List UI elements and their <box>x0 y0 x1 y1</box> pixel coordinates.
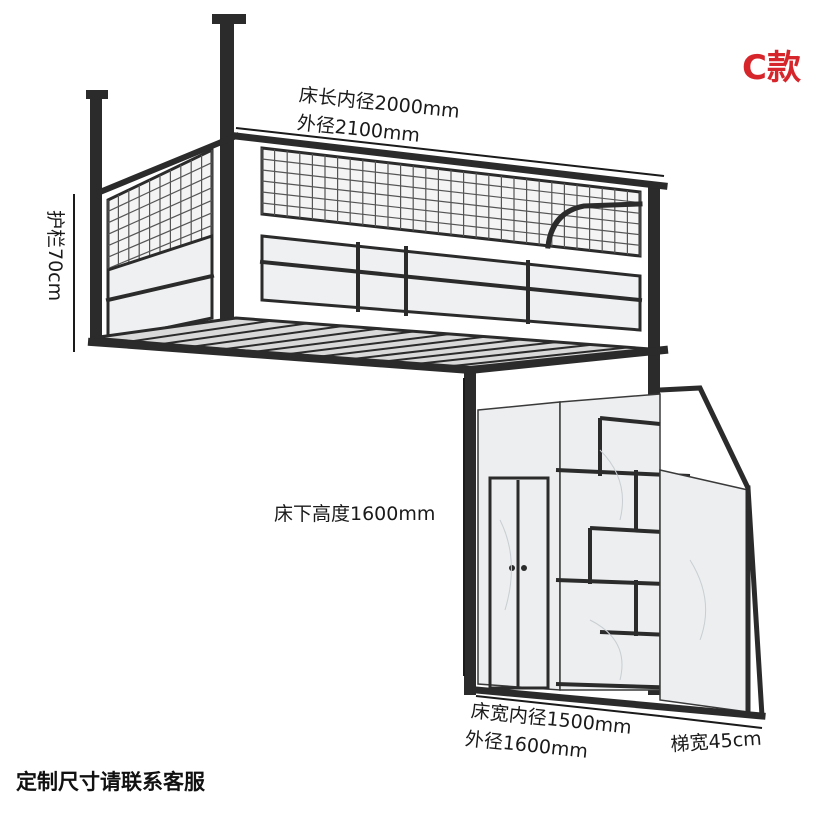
under-bed-height-label: 床下高度1600mm <box>274 503 436 525</box>
guardrail-rails <box>105 201 643 342</box>
dimension-lines <box>73 127 763 729</box>
custom-size-notice: 定制尺寸请联系客服 <box>16 770 205 794</box>
style-badge: C款 <box>742 48 801 88</box>
guardrail-mesh <box>106 146 642 283</box>
guardrail-height-label: 护栏70cm <box>44 210 66 302</box>
bed-deck <box>87 132 669 375</box>
stair-wardrobe <box>472 385 766 720</box>
